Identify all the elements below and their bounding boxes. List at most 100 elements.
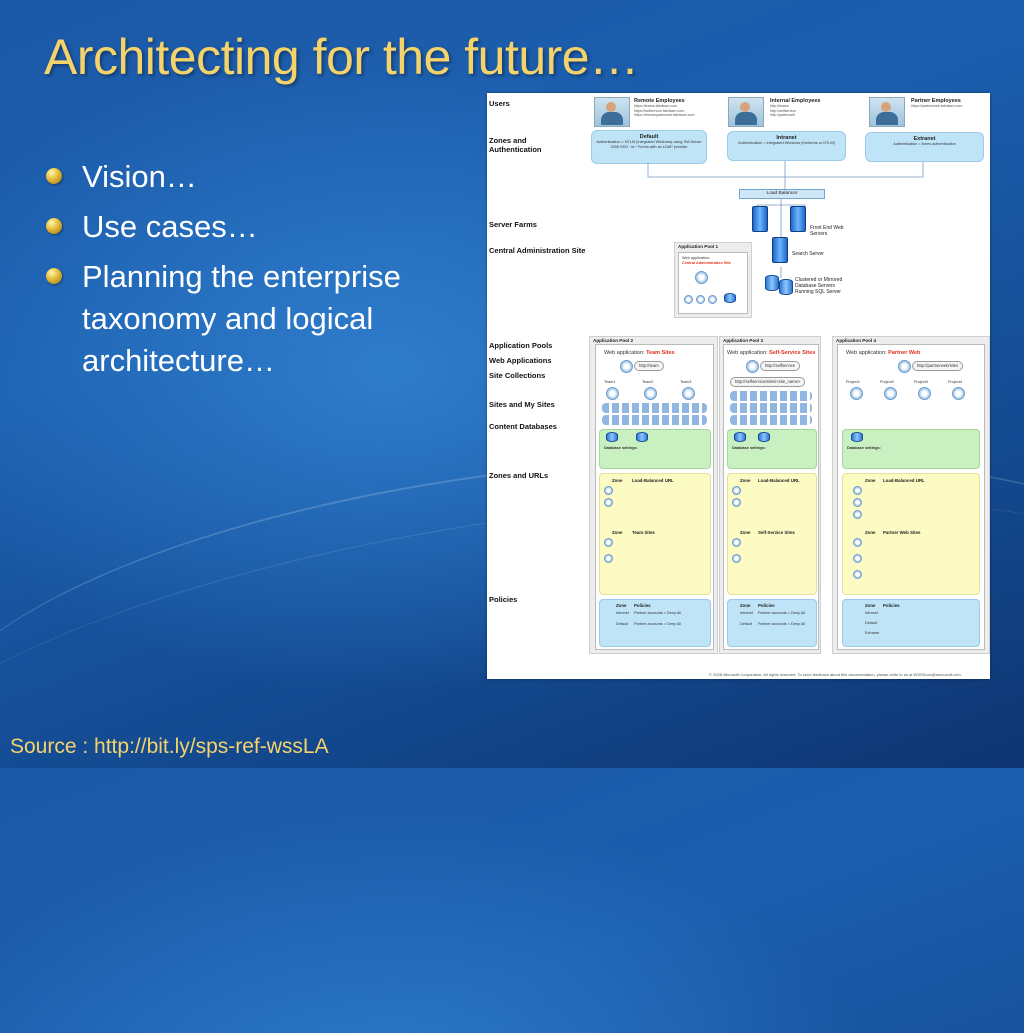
zones-urls-box: Zone Load-Balanced URL Zone Team Sites: [599, 473, 711, 595]
zone-icon: [732, 538, 741, 547]
content-db-icon: [851, 432, 863, 442]
central-admin-pool: Application Pool 1 Web application: Cent…: [674, 242, 752, 318]
remote-employee-icon: [594, 97, 630, 127]
row-label-zones-urls: Zones and URLs: [489, 471, 549, 480]
sites-row: [730, 391, 812, 401]
url-column-header: Load-Balanced URL: [758, 478, 800, 483]
site-icon: [952, 387, 965, 400]
web-app-label: Web application: Partner Web: [846, 350, 921, 356]
url-column-header: Load-Balanced URL: [883, 478, 925, 483]
policy-zone: Extranet: [865, 631, 880, 635]
subsite-label: Team1: [604, 380, 616, 384]
zone-icon: [732, 486, 741, 495]
source-link[interactable]: Source : http://bit.ly/sps-ref-wssLA: [10, 735, 329, 758]
sites-row: [730, 403, 812, 413]
content-db-box: Database settings:: [842, 429, 980, 469]
bullet-text: Use cases…: [82, 209, 258, 244]
bullet-item: Vision…: [46, 156, 466, 198]
zone-icon: [604, 538, 613, 547]
zone-title: Intranet: [776, 135, 797, 141]
policy-zone: Intranet: [616, 611, 629, 615]
web-app-prefix: Web application:: [682, 256, 711, 260]
bullet-icon: [46, 168, 62, 184]
url-pill: http://selfservice: [760, 361, 801, 371]
front-end-label: Front End Web Servers: [810, 225, 844, 237]
user-url: http://teams: [770, 104, 789, 108]
zone-icon: [732, 498, 741, 507]
copyright-notice: © 2008 Microsoft Corporation. All rights…: [709, 672, 962, 677]
bullet-icon: [46, 268, 62, 284]
subsite-label: Project2: [880, 380, 894, 384]
zone-icon: [853, 554, 862, 563]
pool-title: Application Pool 4: [836, 338, 877, 343]
site-icon: [682, 387, 695, 400]
architecture-diagram: Users Zones and Authentication Server Fa…: [487, 93, 990, 679]
zone-icon: [853, 498, 862, 507]
policy-value: Partner accounts = Deny All: [758, 611, 805, 615]
policies-box: Zone Policies Intranet Partner accounts …: [599, 599, 711, 647]
policies-box: Zone Policies Intranet Partner accounts …: [727, 599, 817, 647]
zone-icon: [604, 498, 613, 507]
user-url: https://partnerweb.fabrikam.com: [911, 104, 963, 108]
web-app-label: Web application: Self-Service Sites: [727, 350, 816, 356]
policy-zone: Intranet: [740, 611, 753, 615]
web-app-team-sites: Web application: Team Sites http://team …: [595, 344, 714, 650]
user-group-title: Internal Employees: [770, 98, 821, 104]
bullet-item: Use cases…: [46, 206, 466, 248]
web-app-label: Web application: Team Sites: [604, 350, 675, 356]
url-pill: http://selfservice/sites/<site_name>: [730, 377, 806, 387]
db-settings-label: Database settings:: [847, 446, 881, 450]
sites-row: [730, 415, 812, 425]
site-icon: [708, 295, 717, 304]
policies-column-header: Policies: [634, 603, 651, 608]
bullet-list: Vision… Use cases… Planning the enterpri…: [46, 156, 466, 390]
pool-title: Application Pool 2: [593, 338, 634, 343]
subsite-label: Project4: [948, 380, 962, 384]
load-balancer: Load Balancer: [739, 189, 825, 199]
url-column-header: Team Sites: [632, 530, 655, 535]
site-icon: [684, 295, 693, 304]
site-icon: [696, 295, 705, 304]
content-db-icon: [758, 432, 770, 442]
bullet-item: Planning the enterprise taxonomy and log…: [46, 256, 466, 382]
front-end-server-icon: [790, 206, 806, 232]
content-db-box: Database settings:: [727, 429, 817, 469]
site-collection-icon: [898, 360, 911, 373]
search-server-label: Search Server: [792, 251, 824, 257]
user-url: http://parterweb: [770, 113, 795, 118]
app-pool-3: Application Pool 3 Web application: Self…: [719, 336, 821, 654]
pool-title: Application Pool 3: [723, 338, 764, 343]
zone-column-header: Zone: [740, 530, 751, 535]
subsite-label: Team2: [642, 380, 654, 384]
row-label-server-farms: Server Farms: [489, 220, 537, 229]
subsite-label: Project1: [846, 380, 860, 384]
url-pill: http://team: [634, 361, 664, 371]
content-db-icon: [724, 293, 736, 303]
site-icon: [606, 387, 619, 400]
zone-icon: [732, 554, 741, 563]
row-label-web-apps: Web Applications: [489, 356, 552, 365]
zone-icon: [604, 486, 613, 495]
zone-auth: Authentication = Integrated Windows (Ker…: [738, 141, 835, 145]
web-app-self-service-sites: Web application: Self-Service Sites http…: [723, 344, 819, 650]
zone-icon: [853, 570, 862, 579]
zone-extranet: Extranet Authentication = forms authenti…: [865, 132, 984, 162]
subsite-label: Team3: [680, 380, 692, 384]
row-label-site-collections: Site Collections: [489, 371, 546, 380]
content-db-icon: [636, 432, 648, 442]
site-icon: [884, 387, 897, 400]
sql-server-label: Clustered or Mirrored Database Servers R…: [795, 277, 843, 295]
policy-zone: Default: [616, 622, 629, 626]
app-pool-2: Application Pool 2 Web application: Team…: [589, 336, 718, 654]
app-pool-4: Application Pool 4 Web application: Part…: [832, 336, 990, 654]
zone-column-header: Zone: [612, 478, 623, 483]
web-app-name: Central Administration Site: [682, 261, 731, 265]
bullet-text: Vision…: [82, 159, 197, 194]
row-label-content-dbs: Content Databases: [489, 422, 557, 431]
zone-icon: [853, 538, 862, 547]
database-icon: [779, 279, 793, 295]
front-end-server-icon: [752, 206, 768, 232]
zones-urls-box: Zone Load-Balanced URL Zone Self-Service…: [727, 473, 817, 595]
pool-title: Application Pool 1: [678, 244, 719, 249]
sites-row: [602, 415, 707, 425]
